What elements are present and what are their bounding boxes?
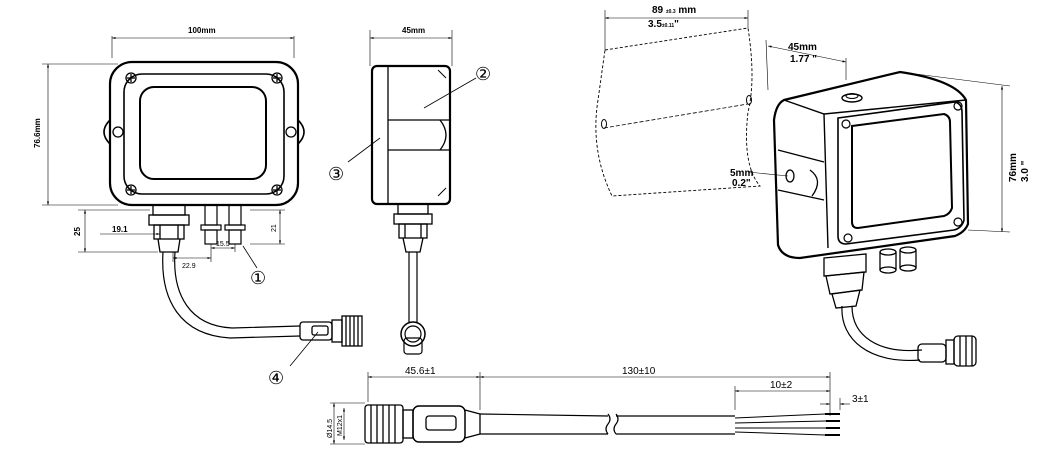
gland-offset-label: 19.1 — [112, 225, 128, 234]
iso-hole-dia-mm: 5mm — [730, 168, 753, 179]
port-spacing-a-label: 22.9 — [182, 263, 196, 270]
iso-housing — [772, 70, 970, 260]
gland-height-label: 25 — [73, 227, 82, 236]
iso-hole-dia-in: 0.2" — [732, 178, 751, 189]
iso-depth-in: 1.77 " — [790, 54, 817, 65]
cable-view — [330, 372, 850, 445]
front-width-label: 100mm — [188, 26, 216, 35]
port-spacing-b-label: 15.5 — [216, 241, 230, 248]
cable-gland — [148, 204, 190, 253]
screw-icon — [125, 72, 283, 196]
display-window — [139, 86, 267, 180]
side-depth-label: 45mm — [402, 26, 425, 35]
callout-3: ③ — [328, 164, 344, 185]
cable-outer-diameter: Ø14.5 — [327, 419, 334, 438]
pressure-ports — [200, 204, 246, 245]
cable-connector-length: 45.6±1 — [405, 366, 436, 377]
cable-thread-size: M12x1 — [337, 415, 344, 436]
iso-cable-gland — [823, 246, 917, 309]
port-height-label: 21 — [271, 224, 278, 232]
callout-1: ① — [250, 268, 266, 289]
cable-connector-body — [412, 405, 466, 443]
iso-connector — [917, 335, 977, 367]
mounting-template — [595, 27, 761, 197]
cable-wire-end: 3±1 — [852, 394, 869, 405]
cable-wires — [734, 413, 840, 436]
iso-height-in: 3.0 " — [1020, 160, 1031, 182]
iso-hole-spacing-in: 3.5±0.11" — [648, 19, 679, 30]
side-body — [370, 64, 452, 206]
side-connector-end — [400, 321, 426, 347]
housing-inner-frame — [123, 73, 285, 195]
callout-2: ② — [475, 64, 491, 85]
iso-view — [595, 10, 1011, 367]
front-view — [42, 36, 363, 367]
iso-hole-spacing-mm: 89 ±0.3 mm — [652, 5, 696, 16]
iso-depth-mm: 45mm — [788, 42, 817, 53]
side-view — [347, 30, 477, 355]
front-height-label: 76.6mm — [33, 118, 42, 148]
housing-outline — [108, 60, 300, 207]
cable-connector-thread — [364, 404, 404, 444]
front-cable — [162, 251, 301, 339]
cable-total-length: 130±10 — [622, 366, 656, 377]
callout-4: ④ — [268, 368, 284, 389]
front-connector — [299, 315, 363, 347]
side-cable-gland — [393, 203, 433, 253]
iso-height-mm: 76mm — [1008, 153, 1019, 182]
cable-strip-length: 10±2 — [770, 380, 793, 391]
